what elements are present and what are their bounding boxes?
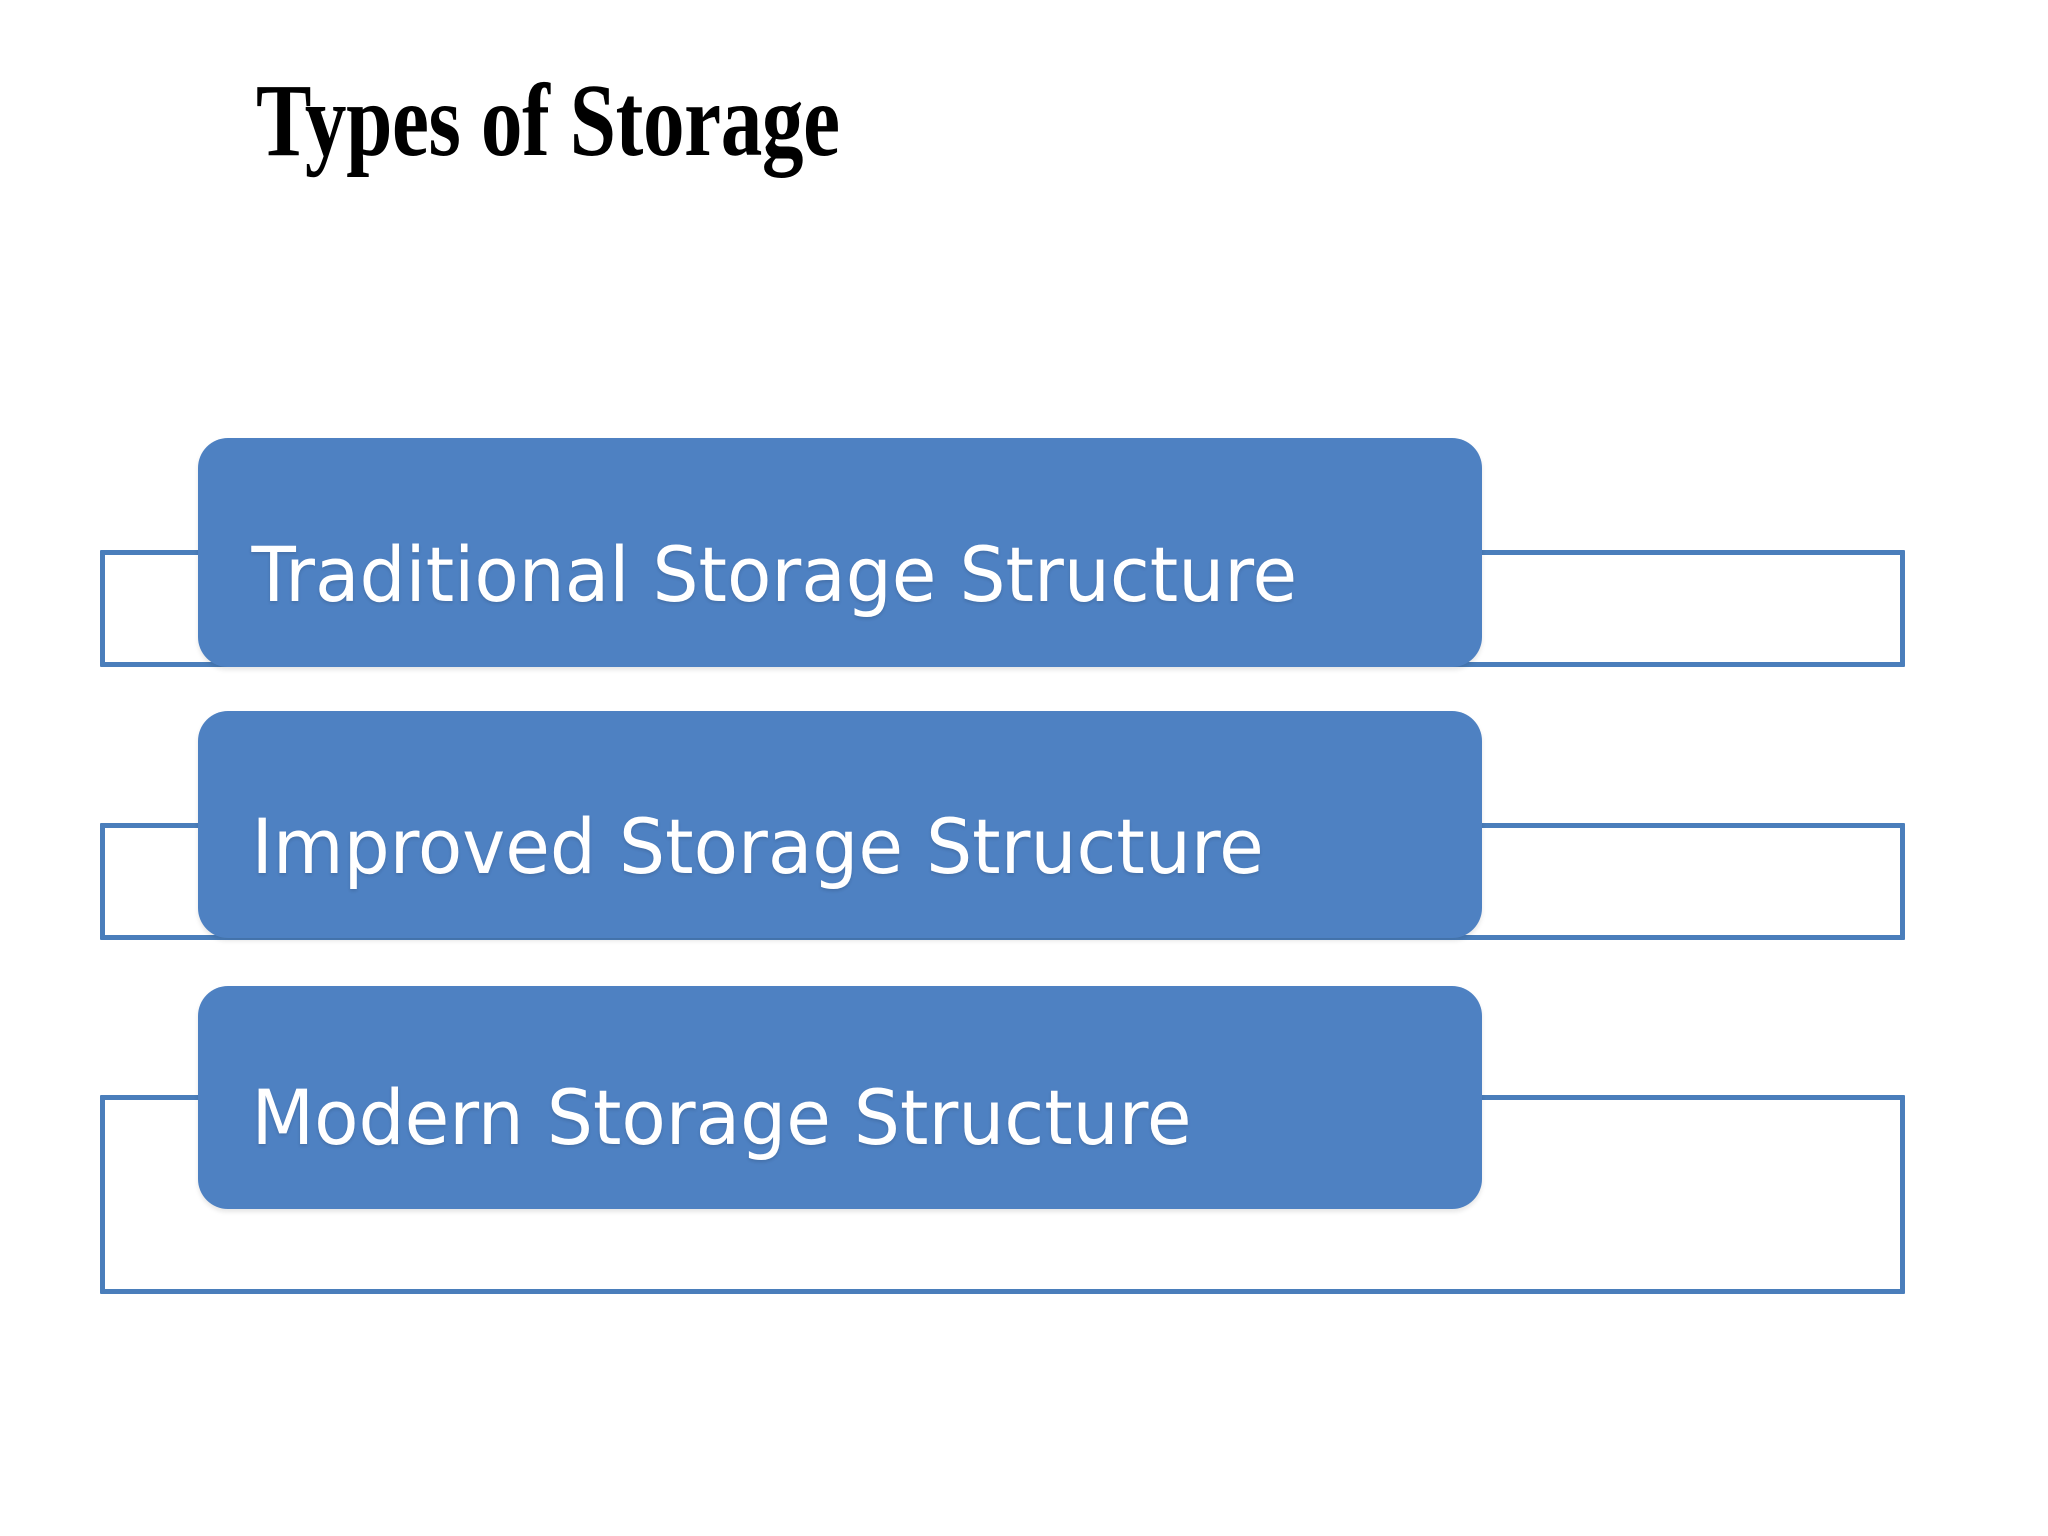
- storage-type-block-improved[interactable]: Improved Storage Structure: [198, 711, 1482, 938]
- storage-type-label-improved: Improved Storage Structure: [251, 801, 1264, 891]
- page-title: Types of Storage: [256, 63, 840, 178]
- storage-type-block-traditional[interactable]: Traditional Storage Structure: [198, 438, 1482, 667]
- storage-type-label-modern: Modern Storage Structure: [251, 1072, 1192, 1162]
- storage-type-block-modern[interactable]: Modern Storage Structure: [198, 986, 1482, 1209]
- storage-type-label-traditional: Traditional Storage Structure: [251, 529, 1298, 619]
